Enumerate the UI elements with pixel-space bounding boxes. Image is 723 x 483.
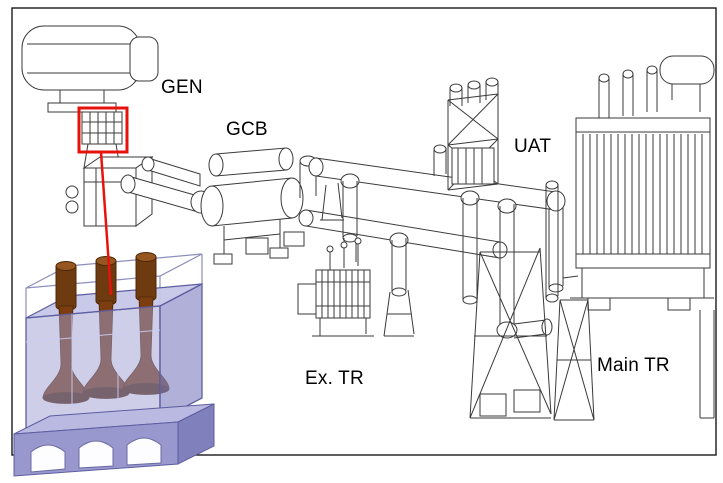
model-panel-seams [25,310,161,428]
machinery-line-art [21,25,715,421]
label-uat: UAT [514,136,552,157]
highlight-annotation [77,106,129,296]
model-side-face [159,282,203,422]
ex-tr-drawing [297,237,374,337]
label-gcb: GCB [226,119,268,140]
figure-border [11,7,717,456]
model-base [13,403,215,477]
main-bus-runs-drawing [298,144,579,337]
cad-model [13,252,215,477]
label-gen: GEN [161,77,203,98]
label-main-tr: Main TR [597,355,670,376]
uat-drawing [447,77,499,191]
generator-drawing [21,25,159,113]
support-structures-drawing [469,180,559,419]
gcb-drawing [200,147,305,265]
main-tr-drawing [553,55,715,421]
label-ex-tr: Ex. TR [305,368,364,389]
callout-line [99,151,113,296]
highlight-box [77,106,129,154]
